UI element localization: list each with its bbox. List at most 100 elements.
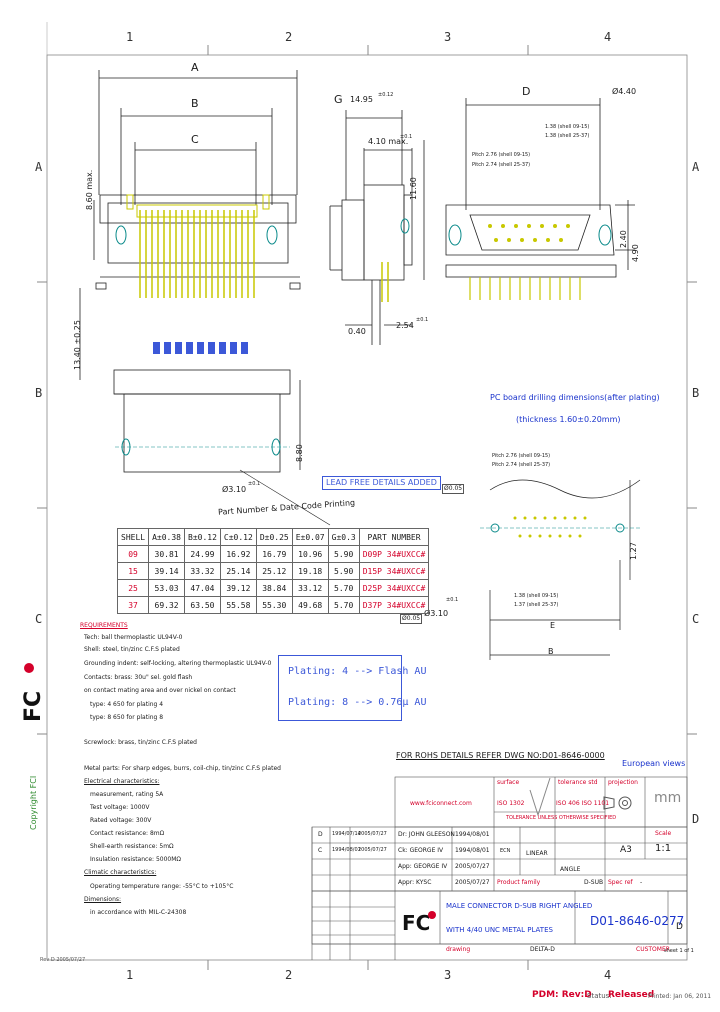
svg-text:FC: FC [21, 691, 46, 722]
dim-3-10-pcb-tol: ±0.1 [446, 597, 459, 603]
table-cell: 25.14 [219, 562, 257, 580]
table-cell: 5.90 [327, 545, 360, 563]
dim-g: G [334, 93, 343, 106]
pcb-drilling-title: PC board drilling dimensions(after plati… [490, 393, 660, 402]
table-cell: 33.32 [184, 562, 221, 580]
revision: D [676, 922, 683, 932]
grid-col-2-top: 2 [285, 30, 293, 44]
approved-2-date: 2005/07/27 [455, 879, 490, 886]
grid-col-4-top: 4 [604, 30, 612, 44]
title-line-2: WITH 4/40 UNC METAL PLATES [446, 926, 553, 934]
spec-ref: - [640, 879, 643, 886]
drawing-label: drawing [446, 946, 471, 953]
requirement-line: Screwlock: brass, tin/zinc C.F.S plated [84, 739, 197, 746]
ecn-label: ECN [500, 848, 511, 854]
dim-13-40: 13.40 ±0.25 [73, 320, 82, 370]
table-cell: 25.12 [255, 562, 293, 580]
table-cell: 15 [116, 562, 150, 580]
grid-row-a-right: A [692, 160, 700, 174]
tolerance-label: tolerance std [558, 779, 598, 786]
pcb-thickness: (thickness 1.60±0.20mm) [516, 415, 621, 424]
pitch-note-2: 1.38 (shell 25-37) [545, 133, 590, 139]
pitch-note-8: 1.37 (shell 25-37) [514, 602, 559, 608]
grid-col-2-bottom: 2 [285, 968, 293, 982]
rohs-note: FOR ROHS DETAILS REFER DWG NO:D01-8646-0… [396, 751, 605, 760]
requirement-heading: Climatic characteristics: [84, 869, 157, 876]
part-number: D01-8646-0277 [590, 914, 685, 928]
scale-label: Scale [655, 830, 672, 837]
dim-e: E [550, 621, 556, 630]
pitch-note-4: Pitch 2.74 (shell 25-37) [472, 162, 531, 168]
grid-row-d-right: D [692, 812, 700, 826]
pitch-note-6: Pitch 2.74 (shell 25-37) [492, 462, 551, 468]
rev-row-date: 2005/07/27 [358, 847, 387, 853]
dim-0-05-b: Ø0.05 [400, 614, 423, 624]
angle-label: ANGLE [560, 866, 581, 873]
table-header-cell: C±0.12 [219, 528, 257, 546]
dim-2-54: 2.54 [396, 321, 414, 330]
table-cell-part-number: D09P 34#UXCC# [358, 545, 430, 563]
table-row: 25 53.03 47.04 39.12 38.84 33.12 5.70 D2… [116, 579, 430, 597]
sheet-format: A3 [620, 845, 632, 855]
table-cell: 25 [116, 579, 150, 597]
table-header-cell: D±0.25 [255, 528, 293, 546]
pdm-revision: PDM: Rev:D [532, 990, 592, 1000]
table-header-cell: E±0.07 [291, 528, 329, 546]
table-row: 37 69.32 63.50 55.58 55.30 49.68 5.70 D3… [116, 596, 430, 614]
requirement-line: Metal parts: For sharp edges, burrs, coi… [84, 765, 281, 772]
table-cell: 55.58 [219, 596, 257, 614]
requirement-heading: Electrical characteristics: [84, 778, 160, 785]
table-header-cell: B±0.12 [184, 528, 221, 546]
table-cell: 53.03 [148, 579, 185, 597]
table-cell: 33.12 [291, 579, 329, 597]
fci-logo: FC FC [21, 663, 436, 935]
table-cell: 63.50 [184, 596, 221, 614]
table-row: 09 30.81 24.99 16.92 16.79 10.96 5.90 D0… [116, 545, 430, 563]
product-family: D-SUB [584, 879, 604, 886]
pitch-note-7: 1.38 (shell 09-15) [514, 593, 559, 599]
dim-3-10-pcb: Ø3.10 [424, 609, 449, 618]
printed-date: Printed: Jan 06, 2011 [648, 993, 712, 1000]
dim-4-40: Ø4.40 [612, 87, 637, 96]
table-cell: 55.30 [255, 596, 293, 614]
rev-row-letter: C [318, 847, 323, 854]
title-line-1: MALE CONNECTOR D-SUB RIGHT ANGLED [446, 902, 593, 910]
requirement-line: Test voltage: 1000V [90, 804, 150, 811]
table-cell: 37 [116, 596, 150, 614]
requirement-line: in accordance with MIL-C-24308 [90, 909, 187, 916]
table-cell: 5.70 [327, 579, 360, 597]
plating-line-1: Plating: 4 --> Flash AU [288, 666, 427, 677]
requirement-line: type: 4 650 for plating 4 [90, 701, 164, 708]
checked-date: 1994/08/01 [455, 847, 490, 854]
table-cell: 38.84 [255, 579, 293, 597]
table-cell: 24.99 [184, 545, 221, 563]
requirement-line: Shell: steel, tin/zinc C.F.S plated [84, 646, 180, 653]
dim-4-10: 4.10 max. [368, 137, 409, 146]
grid-col-1-bottom: 1 [126, 968, 134, 982]
table-cell: 69.32 [148, 596, 185, 614]
copyright-note: Copyright FCI [29, 775, 38, 830]
requirement-line: on contact mating area and over nickel o… [84, 687, 236, 694]
table-cell: 5.70 [327, 596, 360, 614]
pitch-note-3: Pitch 2.76 (shell 09-15) [472, 152, 531, 158]
pitch-note-5: Pitch 2.76 (shell 09-15) [492, 453, 551, 459]
checked-by: Ck: GEORGE IV [398, 847, 444, 854]
sheet-number: sheet 1 of 1 [664, 948, 694, 954]
lead-free-note: LEAD FREE DETAILS ADDED [322, 476, 441, 490]
requirements-title: REQUIREMENTS [80, 622, 128, 629]
plating-box [278, 655, 402, 721]
scale-value: 1:1 [655, 843, 672, 854]
dim-8-80: 8.80 [295, 444, 304, 462]
units: mm [654, 790, 682, 806]
svg-text:FC: FC [402, 911, 430, 935]
requirement-line: measurement, rating 5A [90, 791, 164, 798]
rev-row-letter: D [318, 831, 323, 838]
table-row: 15 39.14 33.32 25.14 25.12 19.18 5.90 D1… [116, 562, 430, 580]
approved-by: App: GEORGE IV [398, 863, 448, 870]
dim-a: A [191, 61, 199, 74]
grid-row-b-left: B [35, 386, 43, 400]
grid-row-c-left: C [35, 612, 43, 626]
dim-0-40: 0.40 [348, 327, 366, 336]
table-cell-part-number: D25P 34#UXCC# [358, 579, 430, 597]
dim-1-27: 1.27 [629, 542, 638, 560]
